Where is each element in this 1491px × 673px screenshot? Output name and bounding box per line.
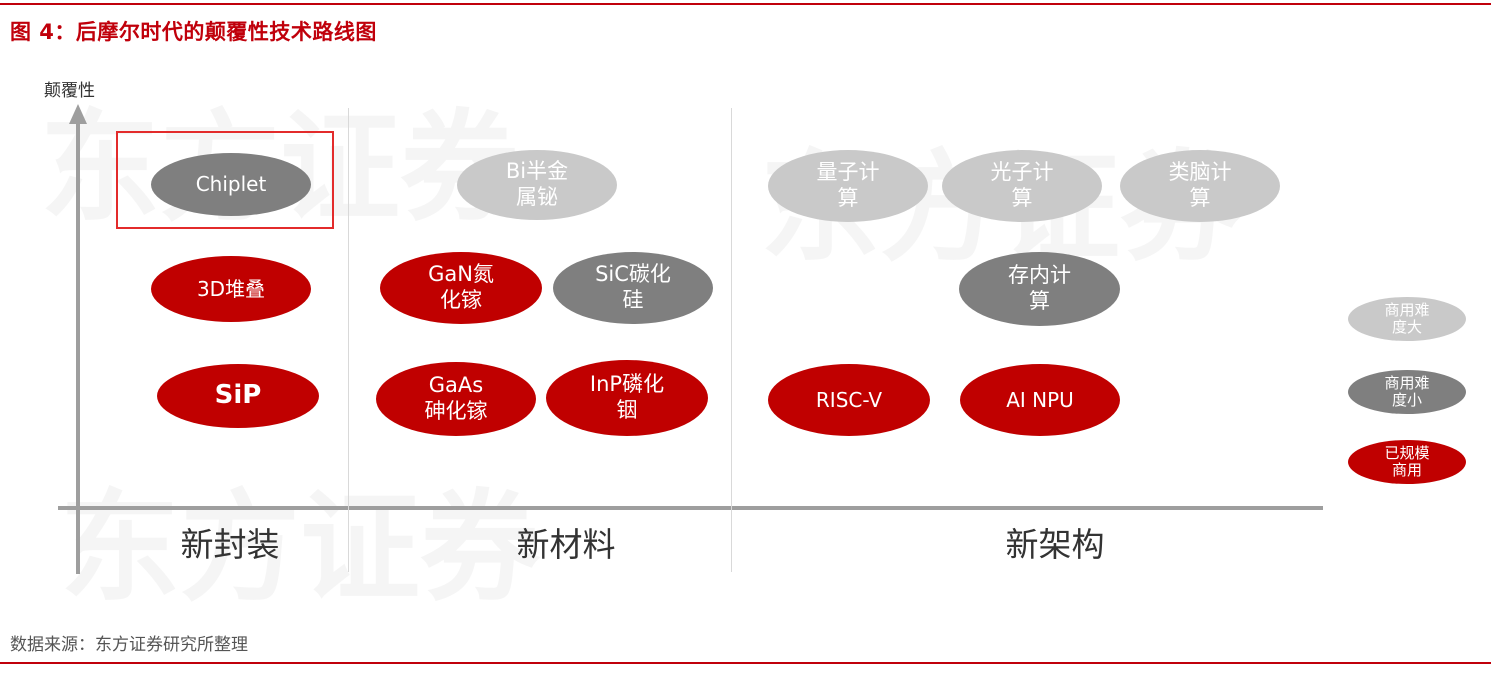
tech-inp: InP磷化 铟 xyxy=(546,360,708,436)
legend-commercialized: 已规模 商用 xyxy=(1348,440,1466,484)
legend-high-difficulty: 商用难 度大 xyxy=(1348,297,1466,341)
tech-gan: GaN氮 化镓 xyxy=(380,252,542,324)
tech-chiplet: Chiplet xyxy=(151,153,311,216)
tech-in-memory-computing: 存内计 算 xyxy=(959,252,1120,326)
tech-quantum-computing: 量子计 算 xyxy=(768,150,928,222)
column-divider xyxy=(731,108,732,572)
category-label-packaging: 新封装 xyxy=(180,525,280,564)
legend-low-difficulty: 商用难 度小 xyxy=(1348,370,1466,414)
figure-title: 图 4：后摩尔时代的颠覆性技术路线图 xyxy=(10,20,377,44)
top-rule xyxy=(0,3,1491,5)
x-axis xyxy=(58,506,1323,510)
chiplet-highlight-box xyxy=(116,131,334,229)
category-label-architecture: 新架构 xyxy=(1005,525,1105,564)
tech-risc-v: RISC-V xyxy=(768,364,930,436)
y-axis-arrow xyxy=(69,104,87,124)
y-axis-label: 颠覆性 xyxy=(44,81,95,101)
source-note: 数据来源：东方证券研究所整理 xyxy=(10,635,248,655)
tech-ai-npu: AI NPU xyxy=(960,364,1120,436)
tech-3d-stacking: 3D堆叠 xyxy=(151,256,311,322)
column-divider xyxy=(348,108,349,572)
tech-neuromorphic-computing: 类脑计 算 xyxy=(1120,150,1280,222)
y-axis xyxy=(76,122,80,574)
tech-bismuth: Bi半金 属铋 xyxy=(457,150,617,220)
tech-gaas: GaAs 砷化镓 xyxy=(376,362,536,436)
bottom-rule xyxy=(0,662,1491,664)
tech-sic: SiC碳化 硅 xyxy=(553,252,713,324)
category-label-materials: 新材料 xyxy=(516,525,616,564)
tech-sip: SiP xyxy=(157,364,319,428)
tech-photonic-computing: 光子计 算 xyxy=(942,150,1102,222)
